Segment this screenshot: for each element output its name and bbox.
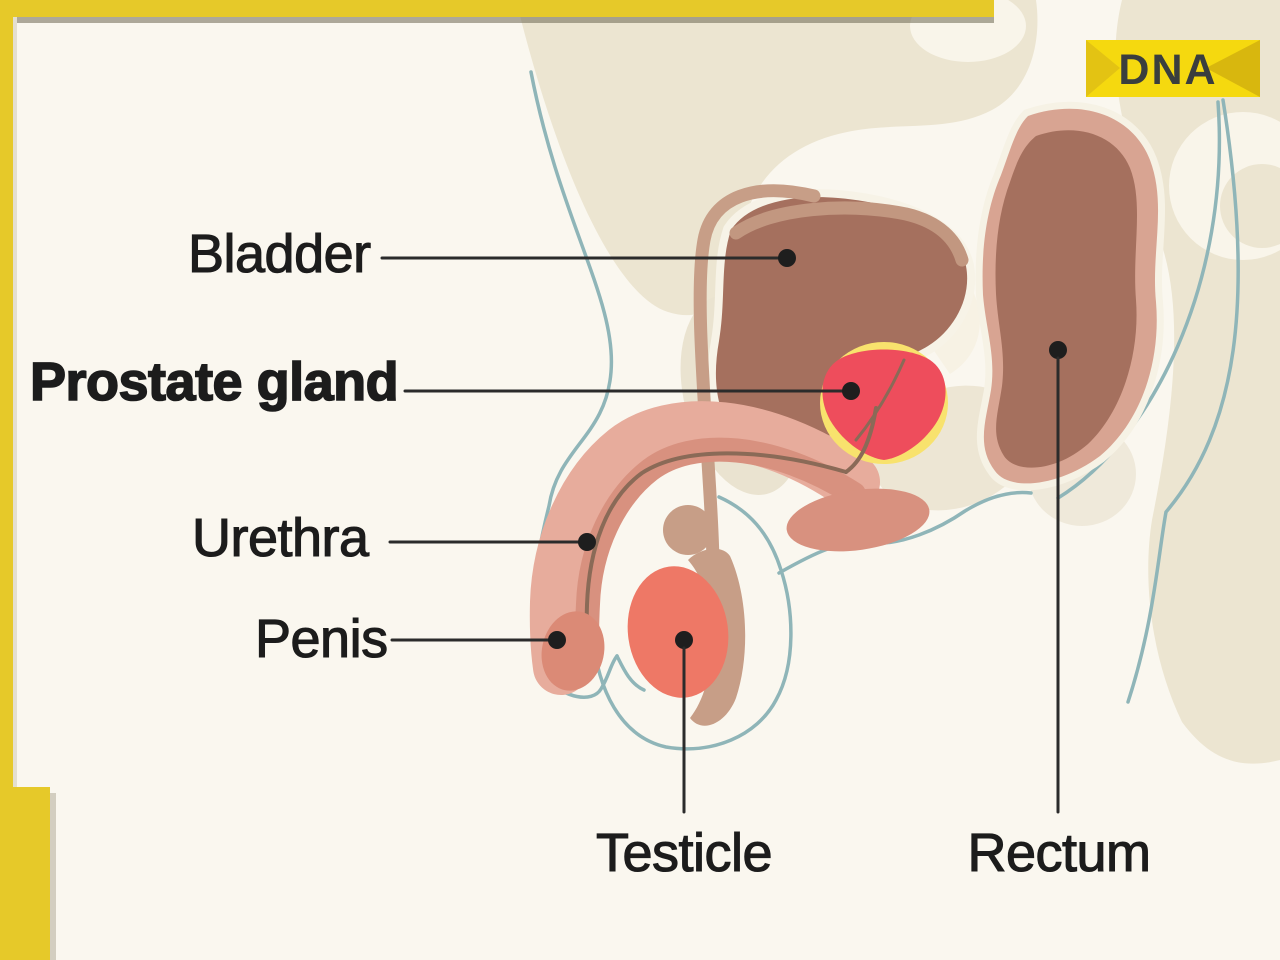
organs xyxy=(529,101,1166,726)
page-frame xyxy=(0,0,994,960)
urethra-label: Urethra xyxy=(192,508,370,568)
rectum-label: Rectum xyxy=(967,823,1150,883)
testicle-shape xyxy=(627,566,729,698)
testicle-leader-dot xyxy=(675,631,693,649)
bladder-wall-stripe xyxy=(729,201,969,267)
dna-logo-right-fold xyxy=(1206,40,1260,97)
body-contour-lines xyxy=(529,70,1241,751)
frame-bottom-left-block xyxy=(0,787,50,960)
frame-left-bar xyxy=(0,0,13,960)
back-thigh-contour xyxy=(1126,98,1241,704)
ejaculatory-duct-line xyxy=(854,358,906,442)
prostate-gland-shape xyxy=(822,349,946,460)
testicle-label: Testicle xyxy=(596,823,772,883)
rectum-leader-dot xyxy=(1049,341,1067,359)
penis-bulb xyxy=(786,488,930,552)
dna-logo-text: DNA xyxy=(1118,46,1217,94)
frame-top-shadow xyxy=(13,17,994,23)
torso-beige-shape xyxy=(516,0,1038,316)
epididymis-head xyxy=(663,505,713,555)
bladder-leader-dot xyxy=(778,249,796,267)
urethra-leader-dot xyxy=(578,533,596,551)
frame-block-shadow xyxy=(50,793,56,960)
bladder-label: Bladder xyxy=(188,224,371,284)
abdomen-penis-contour xyxy=(529,70,619,699)
frame-top-bar xyxy=(0,0,994,17)
penis-leader-dot xyxy=(548,631,566,649)
prostate-gland-label: Prostate gland xyxy=(30,352,398,412)
penis-label: Penis xyxy=(255,609,388,669)
buttock-contour xyxy=(1056,100,1222,500)
dna-logo-left-fold xyxy=(1086,40,1120,97)
rectum-shape xyxy=(995,130,1138,468)
annotations: Bladder Prostate gland Urethra Penis Tes… xyxy=(29,223,1151,883)
glans-cleft-contour xyxy=(615,654,646,692)
dna-logo: DNA xyxy=(1086,40,1260,97)
frame-left-shadow xyxy=(13,17,17,787)
prostate-leader-dot xyxy=(842,382,860,400)
